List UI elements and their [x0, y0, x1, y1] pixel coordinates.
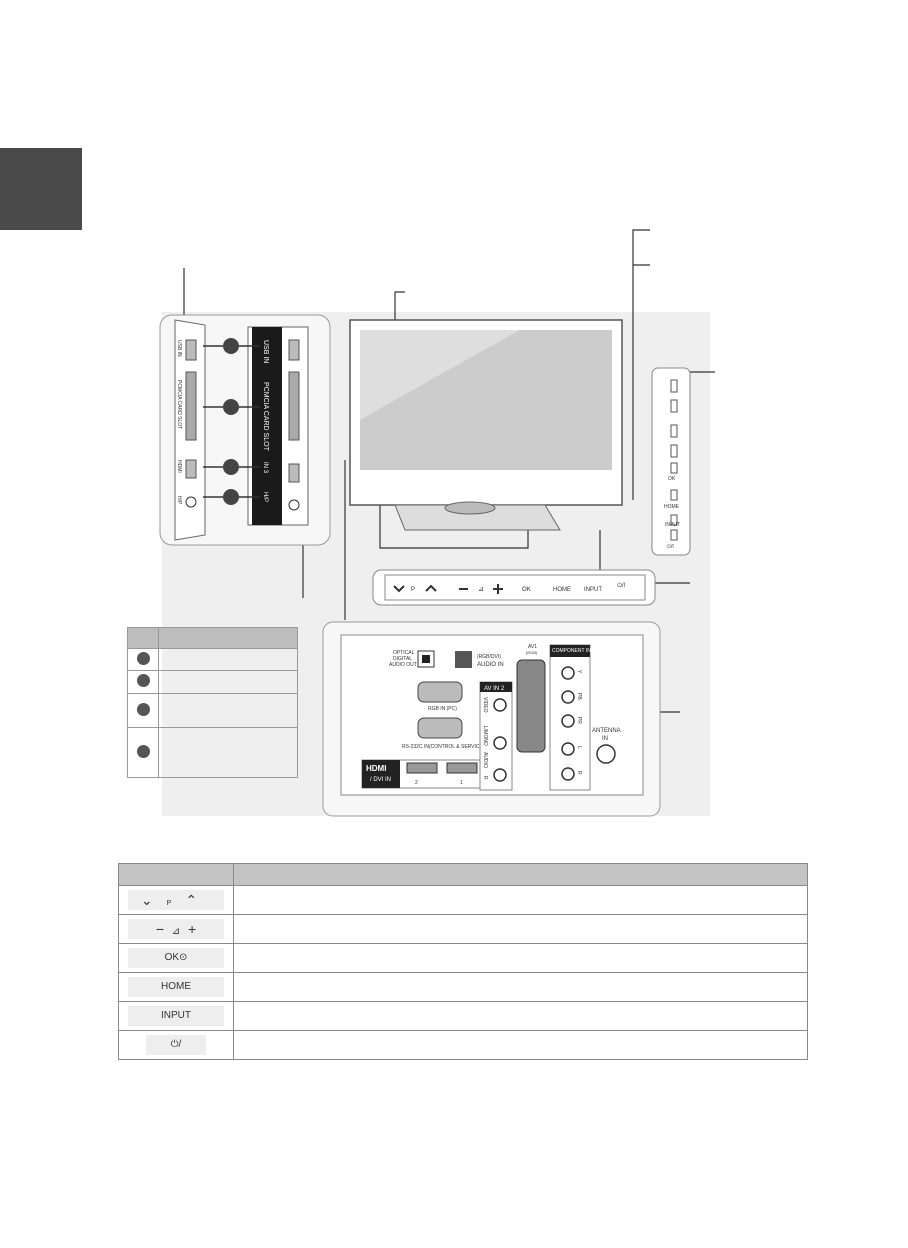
svg-text:RGB IN (PC): RGB IN (PC)	[428, 706, 457, 712]
svg-text:INPUT: INPUT	[665, 522, 680, 528]
table-row: ⌄P⌃	[118, 885, 808, 915]
svg-text:P: P	[411, 587, 415, 593]
svg-text:PR: PR	[576, 717, 582, 724]
av1-label: AV1	[528, 644, 537, 650]
svg-text:1: 1	[460, 780, 463, 786]
home-label: HOME	[553, 587, 571, 593]
pcmcia-label: PCMCIA CARD SLOT	[262, 382, 269, 452]
headphone-label: H/P	[262, 492, 268, 502]
av-in2-r-label: R	[482, 776, 488, 780]
svg-text:AV IN 2: AV IN 2	[484, 686, 505, 692]
svg-text:(RGB): (RGB)	[526, 650, 538, 655]
front-buttons-callout	[372, 569, 656, 606]
usb-label: USB IN	[262, 340, 269, 363]
svg-text:RS-232C IN(CONTROL & SERVICE): RS-232C IN(CONTROL & SERVICE)	[402, 744, 485, 750]
callout-number-3	[223, 459, 239, 475]
svg-text:L: L	[576, 746, 582, 749]
scart-port	[516, 659, 546, 753]
svg-text:2: 2	[415, 780, 418, 786]
port-legend-table	[127, 627, 298, 778]
callout-line	[394, 291, 405, 320]
chapter-tab	[0, 148, 82, 230]
table-row: ⏻/	[118, 1030, 808, 1060]
svg-text:Y: Y	[576, 670, 582, 674]
callout-number-4	[223, 489, 239, 505]
svg-text:HDMI: HDMI	[366, 764, 386, 773]
callout-number-1	[223, 338, 239, 354]
svg-text:/ DVI IN: / DVI IN	[370, 777, 391, 783]
hdmi-logo-box	[362, 760, 400, 788]
callout-number-2	[136, 674, 150, 687]
input-label: INPUT	[584, 587, 602, 593]
svg-text:ANTENNA: ANTENNA	[592, 728, 621, 734]
svg-text:⏻/I: ⏻/I	[667, 544, 674, 550]
svg-text:AUDIO OUT: AUDIO OUT	[389, 662, 417, 668]
svg-text:IN: IN	[602, 736, 608, 742]
av-in2-lmono-label: L/MONO	[482, 726, 488, 746]
callout-line	[632, 229, 650, 500]
svg-text:HOME: HOME	[664, 504, 680, 510]
svg-text:R: R	[576, 771, 582, 775]
svg-text:COMPONENT IN: COMPONENT IN	[552, 648, 591, 654]
table-row: HOME	[118, 972, 808, 1002]
svg-text:HDMI: HDMI	[176, 460, 182, 473]
side-port-label-strip	[252, 327, 282, 525]
callout-number-4	[136, 744, 150, 758]
volume-up-icon	[493, 584, 503, 594]
svg-text:PB: PB	[576, 693, 582, 700]
side-buttons-callout	[651, 367, 691, 556]
svg-text:PCMCIA CARD SLOT: PCMCIA CARD SLOT	[176, 380, 182, 429]
svg-text:OK: OK	[668, 476, 676, 482]
ok-label: OK	[522, 587, 531, 593]
svg-text:⊿: ⊿	[478, 586, 484, 593]
table-row: INPUT	[118, 1001, 808, 1031]
tv-diagram: USB IN PCMCIA CARD SLOT IN 3 H/P USB IN …	[159, 229, 715, 817]
callout-number-1	[136, 651, 150, 665]
svg-text:AUDIO IN: AUDIO IN	[477, 662, 504, 668]
svg-text:(RGB/DVI): (RGB/DVI)	[477, 654, 501, 660]
table-row: − ⊿ +	[118, 914, 808, 944]
channel-up-icon	[425, 584, 437, 592]
svg-text:H/P: H/P	[176, 496, 182, 505]
av-in2-audio-label: AUDIO	[482, 752, 488, 768]
callout-number-3	[136, 702, 150, 716]
control-buttons-table: ⌄P⌃ − ⊿ + OK⊙ HOME INPUT ⏻/	[118, 863, 808, 1060]
power-label: ⏻/I	[617, 582, 625, 589]
av-in2-video-label: VIDEO	[482, 697, 488, 713]
channel-down-icon	[393, 585, 405, 593]
hdmi-in3-label: IN 3	[262, 462, 268, 474]
callout-number-2	[223, 399, 239, 415]
table-row: OK⊙	[118, 943, 808, 973]
svg-text:USB IN: USB IN	[176, 340, 182, 357]
svg-text:OPTICAL: OPTICAL	[393, 650, 415, 656]
svg-text:DIGITAL: DIGITAL	[393, 656, 412, 662]
